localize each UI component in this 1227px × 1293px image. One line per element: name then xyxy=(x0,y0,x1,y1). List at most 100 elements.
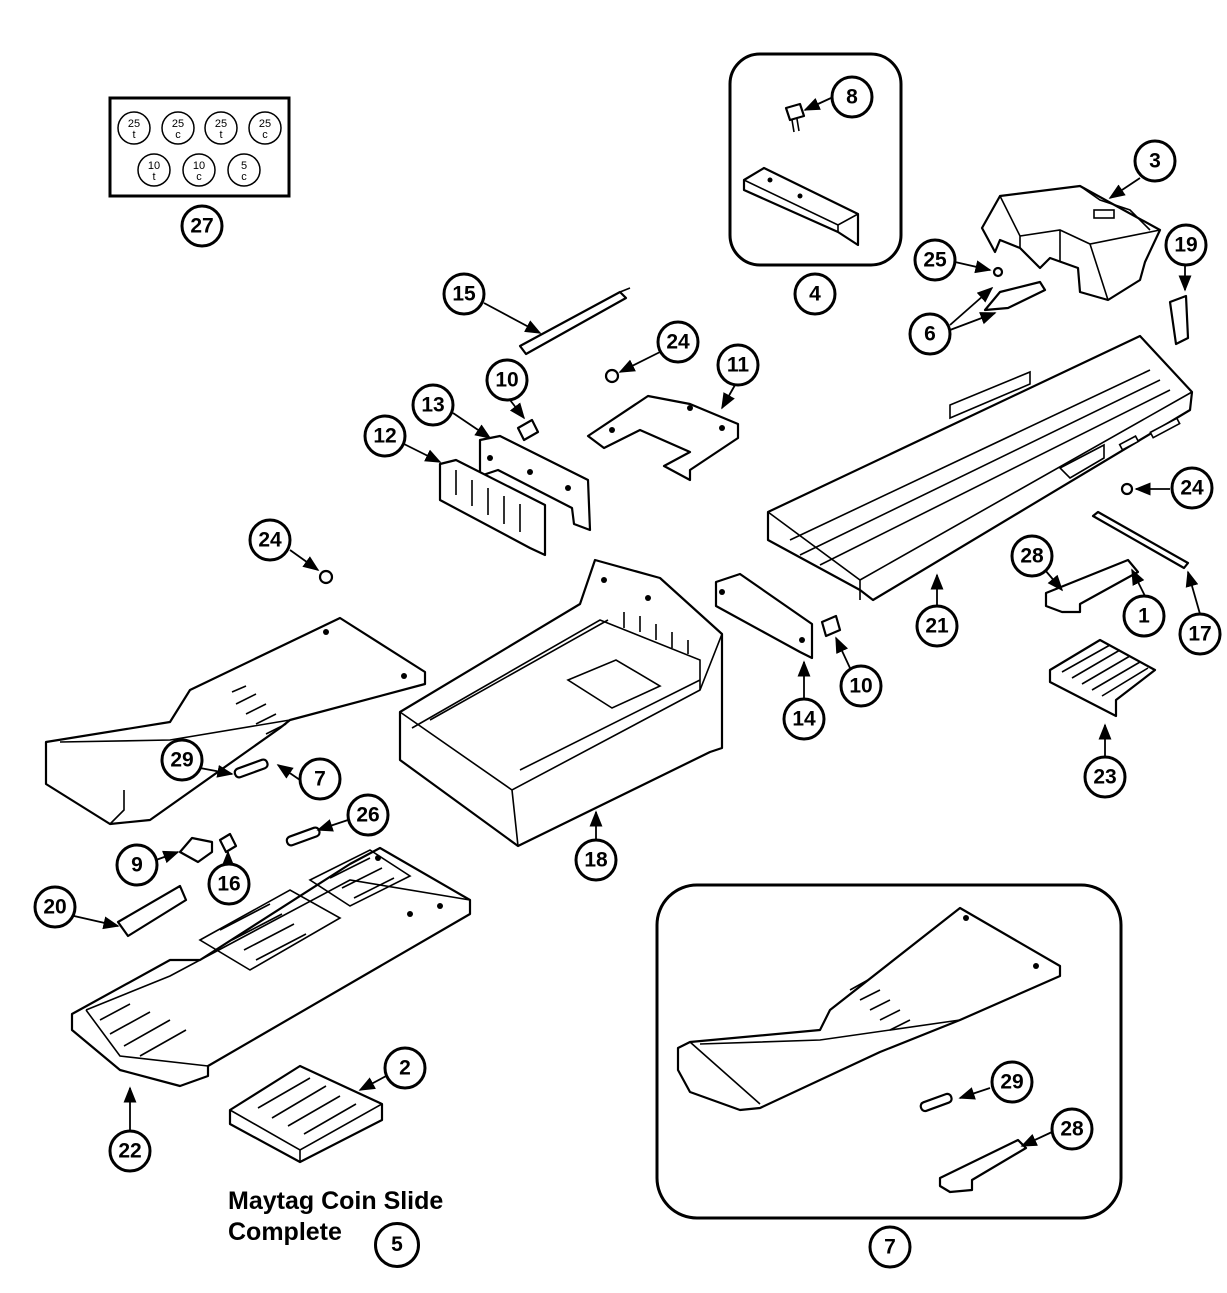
coin-sub: c xyxy=(196,171,202,183)
bracket-part xyxy=(742,166,860,247)
coin-value: 5 xyxy=(241,160,247,172)
callout-15: 15 xyxy=(442,272,486,316)
screw-24-left xyxy=(318,569,334,585)
bar-20 xyxy=(116,884,188,938)
callout-20: 20 xyxy=(33,885,77,929)
callout-9: 9 xyxy=(115,843,159,887)
svg-text:10: 10 xyxy=(495,369,518,392)
screw-10-mid xyxy=(820,614,842,638)
cover-7-left xyxy=(44,616,427,826)
callout-24-right: 24 xyxy=(1170,466,1214,510)
callout-13: 13 xyxy=(411,383,455,427)
svg-text:15: 15 xyxy=(452,283,476,306)
coin-value: 25 xyxy=(172,118,184,130)
svg-text:11: 11 xyxy=(727,354,750,377)
svg-text:12: 12 xyxy=(373,425,396,448)
part-6 xyxy=(983,280,1047,312)
comb-12 xyxy=(438,458,547,557)
svg-text:16: 16 xyxy=(217,873,240,896)
coin-value: 25 xyxy=(128,118,140,130)
svg-text:29: 29 xyxy=(170,749,193,772)
callout-19: 19 xyxy=(1164,223,1208,267)
svg-text:22: 22 xyxy=(118,1140,141,1163)
svg-text:13: 13 xyxy=(421,394,444,417)
callout-10-top: 10 xyxy=(485,358,529,402)
svg-text:7: 7 xyxy=(884,1236,896,1259)
svg-text:28: 28 xyxy=(1060,1118,1084,1141)
svg-text:27: 27 xyxy=(190,215,213,238)
coin-sub: c xyxy=(241,171,247,183)
lever-28 xyxy=(1044,558,1140,614)
coin-sub: t xyxy=(132,129,135,141)
cover-7-kit xyxy=(676,906,1062,1112)
svg-text:26: 26 xyxy=(356,804,379,827)
callout-29-kit: 29 xyxy=(990,1060,1034,1104)
callout-24-top: 24 xyxy=(656,320,700,364)
callout-29-left: 29 xyxy=(160,738,204,782)
callout-10-mid: 10 xyxy=(839,664,883,708)
callout-25: 25 xyxy=(913,238,957,282)
callout-3: 3 xyxy=(1133,139,1177,183)
svg-text:24: 24 xyxy=(666,331,690,354)
callout-11: 11 xyxy=(716,343,760,387)
svg-text:10: 10 xyxy=(849,675,872,698)
coin-sub: t xyxy=(219,129,222,141)
screw-24-top xyxy=(604,368,620,384)
callout-4: 4 xyxy=(793,272,837,316)
svg-text:28: 28 xyxy=(1020,545,1044,568)
callout-17: 17 xyxy=(1178,612,1222,656)
coin-25-c-2: 25c xyxy=(248,111,282,145)
caption-line-2: Complete xyxy=(228,1218,342,1246)
callout-7-left: 7 xyxy=(298,757,342,801)
comb-23 xyxy=(1048,638,1157,718)
svg-text:4: 4 xyxy=(809,283,821,306)
callout-16: 16 xyxy=(207,862,251,906)
screw-10-top xyxy=(516,418,540,442)
svg-text:9: 9 xyxy=(131,854,143,877)
grid-2 xyxy=(228,1064,384,1164)
svg-text:23: 23 xyxy=(1093,766,1116,789)
slot-29-left xyxy=(233,758,269,779)
callout-2: 2 xyxy=(383,1046,427,1090)
coin-10-c: 10c xyxy=(182,153,216,187)
callout-28-kit: 28 xyxy=(1050,1107,1094,1151)
coin-25-t-2: 25t xyxy=(204,111,238,145)
callout-23: 23 xyxy=(1083,755,1127,799)
callout-8: 8 xyxy=(830,75,874,119)
callout-6: 6 xyxy=(908,312,952,356)
coin-sub: c xyxy=(175,129,181,141)
svg-text:7: 7 xyxy=(314,768,326,791)
callout-21: 21 xyxy=(915,604,959,648)
coin-25-c: 25c xyxy=(161,111,195,145)
spring-15 xyxy=(518,287,631,356)
callout-24-left: 24 xyxy=(248,518,292,562)
svg-text:18: 18 xyxy=(584,849,608,872)
svg-text:19: 19 xyxy=(1174,234,1197,257)
callout-28: 28 xyxy=(1010,534,1054,578)
svg-text:24: 24 xyxy=(258,529,282,552)
callout-1: 1 xyxy=(1122,594,1166,638)
part-16 xyxy=(218,832,238,854)
coin-25-t: 25t xyxy=(117,111,151,145)
svg-text:20: 20 xyxy=(43,896,66,919)
callout-7-kit: 7 xyxy=(868,1225,912,1269)
callout-12: 12 xyxy=(363,414,407,458)
svg-text:1: 1 xyxy=(1138,605,1150,628)
base-22 xyxy=(70,846,472,1088)
svg-text:2: 2 xyxy=(399,1057,411,1080)
coin-sub: t xyxy=(152,171,155,183)
svg-text:21: 21 xyxy=(925,615,949,638)
coin-sub: c xyxy=(262,129,268,141)
coin-value: 25 xyxy=(215,118,227,130)
part-9 xyxy=(178,836,214,864)
coin-mechanism-3 xyxy=(980,184,1162,302)
svg-text:17: 17 xyxy=(1188,623,1211,646)
coin-value: 10 xyxy=(193,160,205,172)
svg-text:25: 25 xyxy=(923,249,947,272)
svg-text:29: 29 xyxy=(1000,1071,1023,1094)
callout-27: 27 xyxy=(180,204,224,248)
svg-text:3: 3 xyxy=(1149,150,1161,173)
callout-22: 22 xyxy=(108,1129,152,1173)
svg-text:24: 24 xyxy=(1180,477,1204,500)
